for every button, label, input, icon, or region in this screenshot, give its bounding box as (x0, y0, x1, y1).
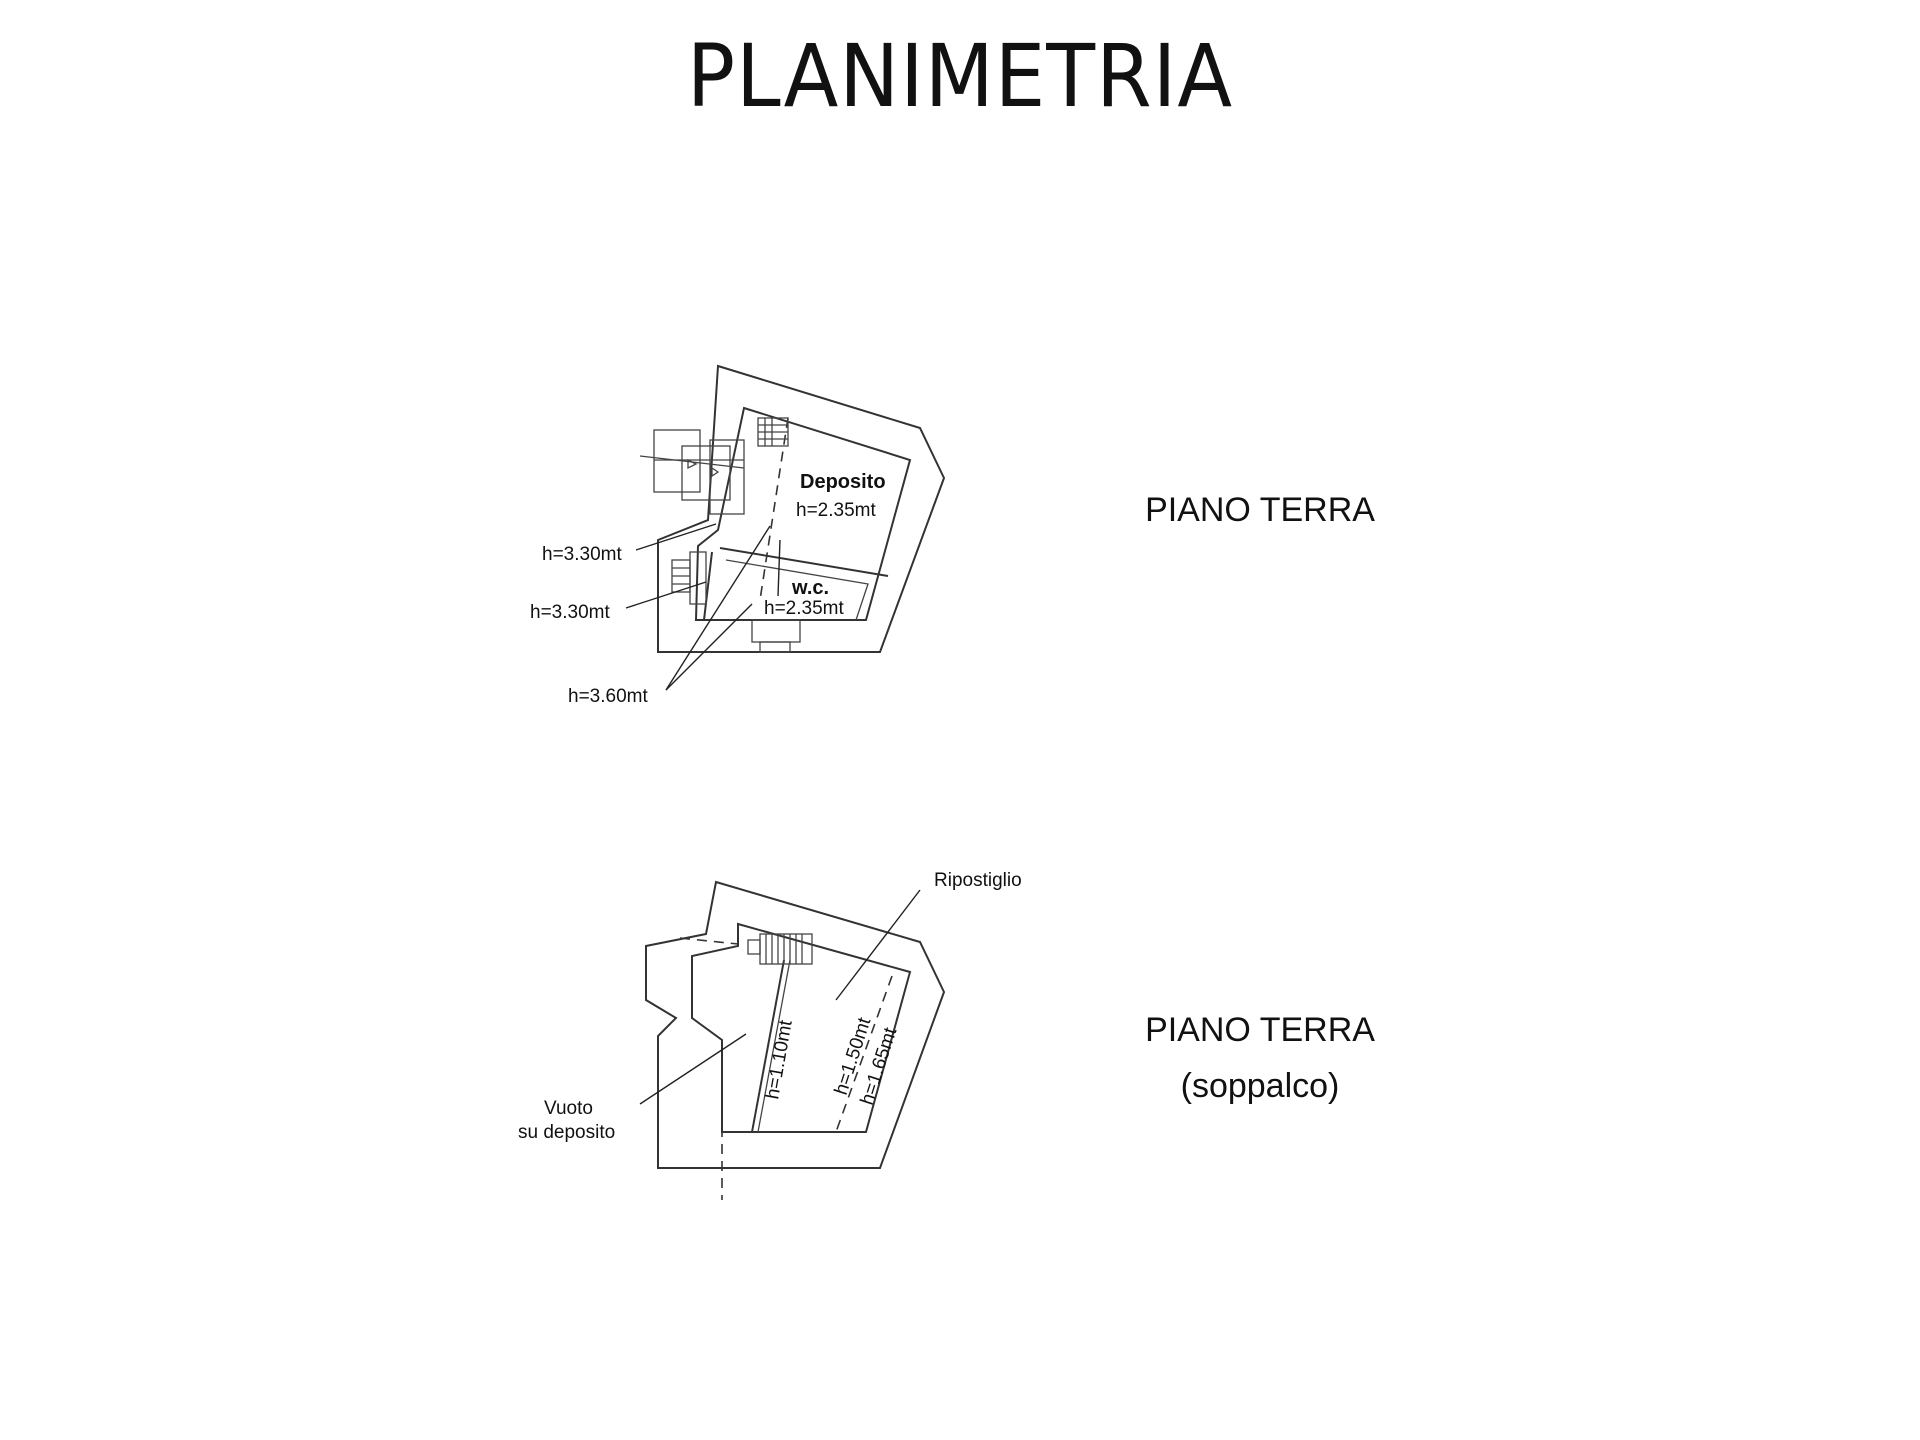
external-stairs (639, 429, 745, 515)
ground-floor-plan: Deposito h=2.35mt w.c. h=2.35mt h=3.30mt… (530, 364, 946, 707)
vuoto-leader (639, 1033, 747, 1105)
annotation-h360: h=3.60mt (568, 686, 648, 707)
vuoto-label-line1: Vuoto (544, 1098, 593, 1119)
wc-inner-line (725, 559, 869, 621)
mezzanine-floor-label-line1: PIANO TERRA (1145, 1011, 1375, 1049)
room-ripostiglio-label: Ripostiglio (934, 870, 1022, 891)
bottom-door (751, 619, 801, 653)
mezzanine-outer-wall (645, 880, 946, 1169)
ground-floor-label: PIANO TERRA (1060, 482, 1460, 538)
ground-inner-wall (694, 406, 912, 621)
room-deposito-height: h=2.35mt (796, 500, 876, 521)
mezzanine-dashed-height (835, 975, 893, 1133)
mezzanine-dashed-top (679, 937, 739, 945)
mezzanine-edge-line-2 (757, 959, 791, 1133)
mezzanine-floor-label-line2: (soppalco) (1180, 1067, 1340, 1105)
annotation-leader-2 (625, 581, 707, 609)
stair-axis-line (759, 417, 789, 601)
ground-floor-label-text: PIANO TERRA (1145, 491, 1375, 529)
annotation-h330-bottom: h=3.30mt (530, 602, 610, 623)
wc-leader-line (777, 539, 781, 597)
partition-wall (719, 547, 889, 577)
room-wc-height: h=2.35mt (764, 598, 844, 619)
room-deposito-name: Deposito (800, 471, 886, 493)
ripostiglio-leader (835, 889, 921, 1001)
mezzanine-stair (747, 933, 813, 965)
wc-side-block (671, 551, 707, 605)
vuoto-label-line2: su deposito (518, 1122, 615, 1143)
page-title: PLANIMETRIA (686, 26, 1234, 127)
mezzanine-inner-wall (691, 922, 912, 1133)
annotation-leader-3a (665, 525, 771, 691)
inner-stair (757, 417, 789, 447)
mezzanine-edge-line (751, 959, 785, 1133)
mezzanine-plan: Ripostiglio Vuoto su deposito h=1.10mt h… (518, 870, 1022, 1200)
mezzanine-floor-label: PIANO TERRA (soppalco) (1060, 1002, 1460, 1114)
annotation-leader-1 (635, 523, 717, 551)
height-label-110: h=1.10mt (762, 1018, 797, 1101)
annotation-leader-3b (665, 603, 753, 691)
room-wc-name: w.c. (791, 577, 829, 599)
annotation-h330-top: h=3.30mt (542, 544, 622, 565)
wc-partition (703, 551, 713, 621)
